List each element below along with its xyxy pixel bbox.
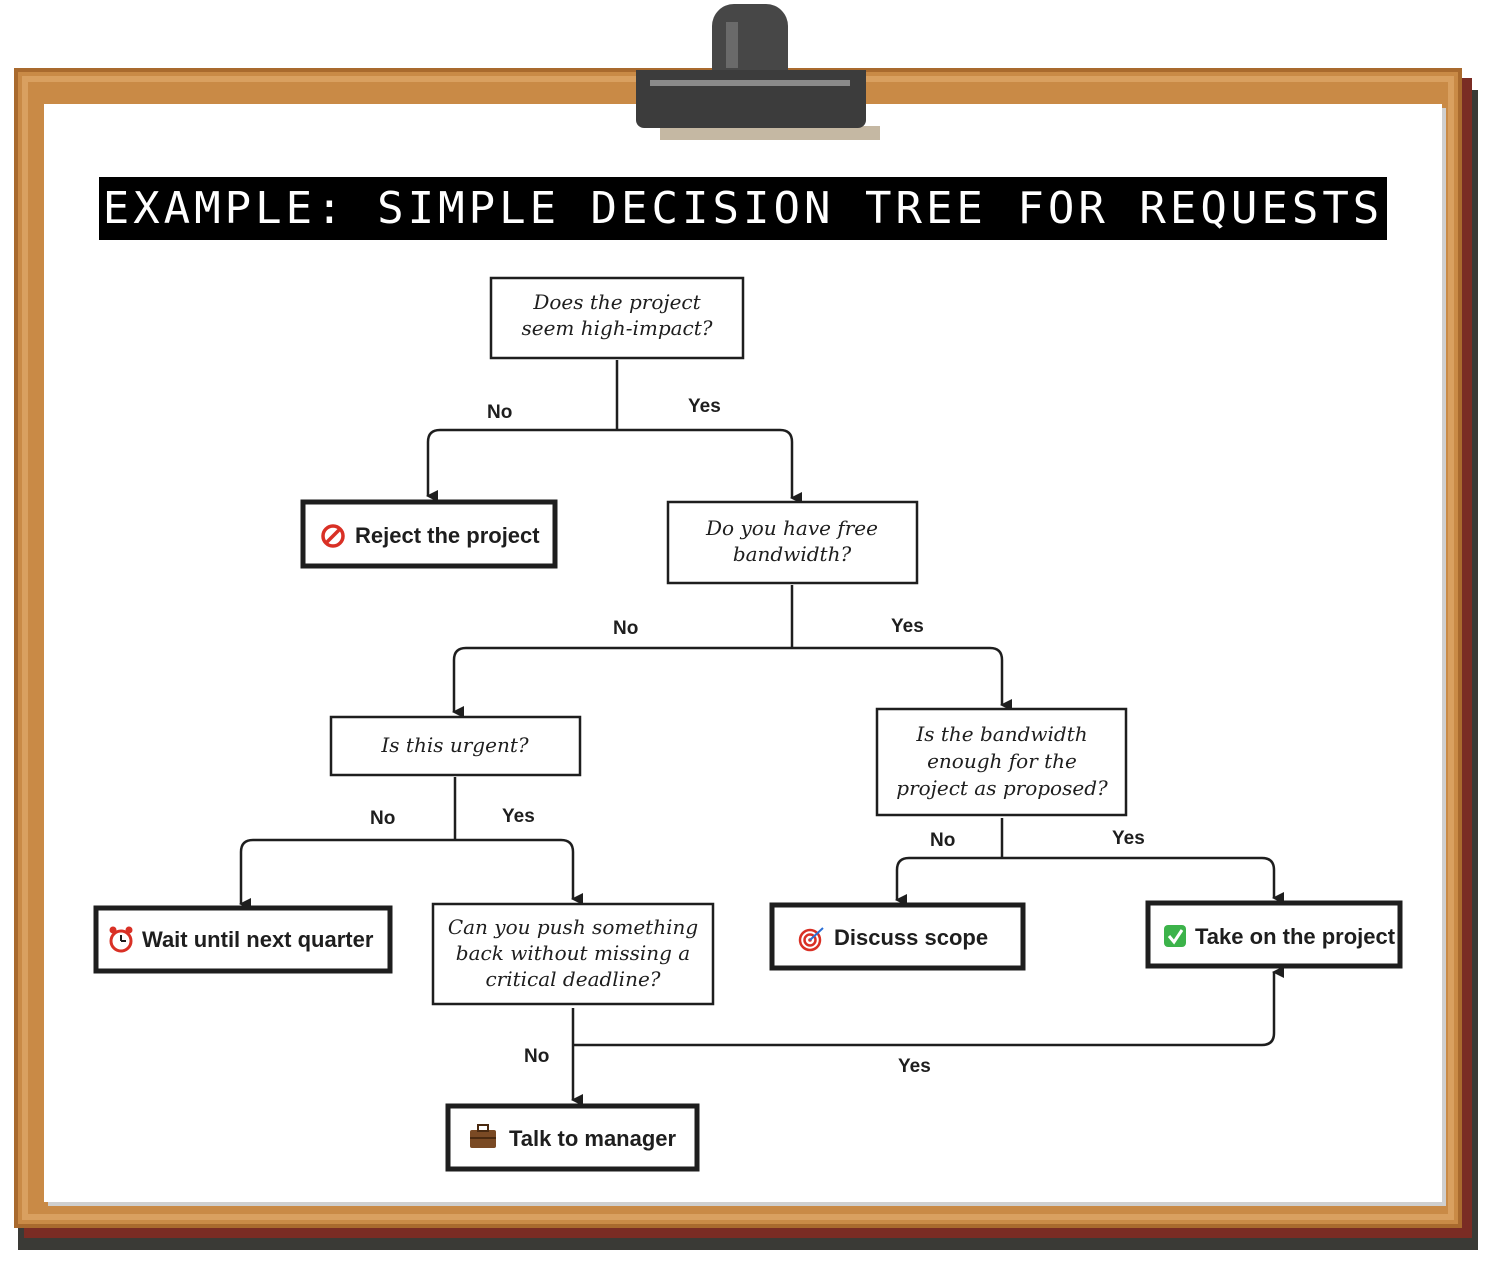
action-label: Discuss scope [834,925,988,950]
question-line: bandwidth? [733,542,852,566]
clip-highlight [726,22,738,68]
action-node-take: Take on the project [1145,900,1403,969]
edge-label-q3-no: No [370,808,395,829]
question-node-high-impact: Does the project seem high-impact? [489,276,745,360]
question-node-urgent: Is this urgent? [329,715,582,777]
question-line: enough for the [927,749,1077,773]
question-node-bandwidth-enough: Is the bandwidth enough for the project … [875,707,1128,817]
question-line: Does the project [532,290,701,314]
action-node-manager: Talk to manager [445,1103,700,1172]
edge-q1-q2 [617,428,802,504]
question-line: Is this urgent? [380,733,528,757]
edge-label-q4-yes: Yes [1112,828,1145,849]
edge-label-q5-no: No [524,1046,549,1067]
edge-q5-take [573,966,1284,1047]
question-node-bandwidth: Do you have free bandwidth? [666,500,919,585]
clip-base [636,70,866,128]
question-node-push-back: Can you push something back without miss… [431,902,715,1006]
action-label: Take on the project [1195,924,1396,949]
action-label: Reject the project [355,523,540,548]
question-line: Do you have free [705,516,878,540]
question-line: back without missing a [456,941,690,965]
edge-q4-discuss [895,856,1002,906]
edge-label-q2-no: No [613,618,638,639]
edge-q3-wait [239,838,455,910]
edge-q1-reject [426,428,617,502]
edge-q2-q3 [452,646,792,718]
action-node-discuss: Discuss scope [769,902,1026,971]
check-mark-icon [1164,925,1186,947]
edge-label-q1-yes: Yes [688,396,721,417]
edge-label-q5-yes: Yes [898,1056,931,1077]
briefcase-icon [470,1124,496,1148]
question-line: critical deadline? [485,967,660,991]
question-line: project as proposed? [896,776,1108,800]
target-icon [798,927,824,952]
question-line: Is the bandwidth [915,722,1087,746]
edge-q2-q4 [792,646,1012,711]
edge-label-q4-no: No [930,830,955,851]
alarm-clock-icon [109,926,133,953]
action-node-wait: Wait until next quarter [93,905,393,974]
connectors [239,360,1284,1106]
action-node-reject: Reject the project [300,499,558,569]
edge-label-q3-yes: Yes [502,806,535,827]
edge-q3-q5 [455,838,583,905]
edge-labels: No Yes No Yes No Yes No Yes No Yes [370,396,1145,1077]
prohibited-icon [321,524,345,548]
page-title: EXAMPLE: SIMPLE DECISION TREE FOR REQUES… [102,183,1384,234]
action-label: Wait until next quarter [142,927,374,952]
action-label: Talk to manager [509,1126,677,1151]
question-line: Can you push something [448,915,698,939]
question-line: seem high-impact? [521,316,712,340]
edge-label-q2-yes: Yes [891,616,924,637]
title-banner: EXAMPLE: SIMPLE DECISION TREE FOR REQUES… [99,177,1387,240]
edge-label-q1-no: No [487,402,512,423]
clip-stripe [650,80,850,86]
edge-q4-take [1002,856,1284,904]
clip-shadow [660,126,880,140]
